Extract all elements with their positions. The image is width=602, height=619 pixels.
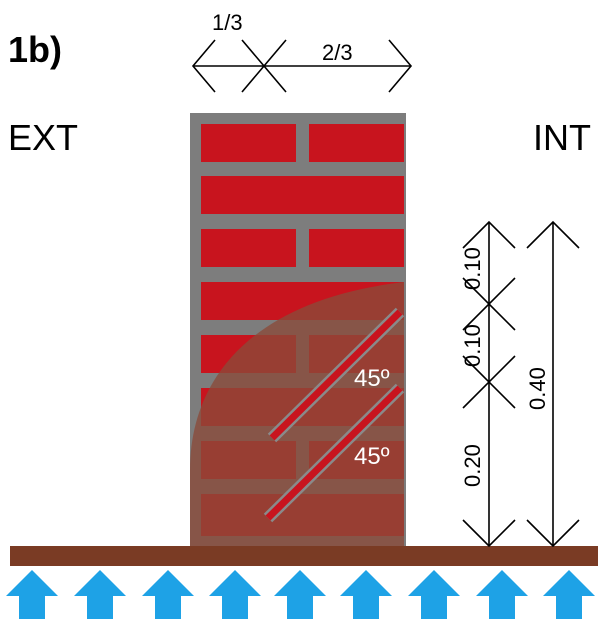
brick [309,124,404,162]
lower-angle-bar [265,385,403,521]
left-fraction-label: 1/3 [212,10,243,35]
upper-angle-label: 45º [354,365,390,392]
height-dimensions [462,220,580,548]
angle-bars [263,307,405,523]
bottom-segment-label: 0.20 [460,444,485,487]
brick [201,229,296,267]
brick [309,229,404,267]
chevron-icon [262,39,287,93]
cross-tick [462,277,516,331]
arrow-up-icon [6,570,58,619]
middle-segment-label: 0.10 [460,324,485,367]
right-fraction-label: 2/3 [322,40,353,65]
arrow-up-icon [408,570,460,619]
total-height-label: 0.40 [525,367,550,410]
cross-tick [462,355,516,409]
arrow-up-icon [543,570,595,619]
wall-edge [404,124,406,544]
floor-slab [10,546,598,566]
arrow-up-icon [476,570,528,619]
figure-label: 1b) [8,29,62,70]
chevron-icon [191,39,216,93]
top-segment-label: 0.10 [460,247,485,290]
arrow-up-icon [274,570,326,619]
interior-label: INT [533,117,591,158]
chevron-icon [462,220,516,249]
lower-angle-label: 45º [354,443,390,470]
wall-split-dimension [191,39,413,93]
rising-moisture-arrows [6,570,595,619]
arrow-up-icon [74,570,126,619]
arrow-up-icon [209,570,261,619]
chevron-icon [388,39,413,93]
upper-angle-bar [269,309,403,441]
arrow-up-icon [340,570,392,619]
chevron-icon [526,519,580,548]
chevron-icon [526,220,580,249]
exterior-label: EXT [8,117,78,158]
chevron-icon [462,519,516,548]
brick [201,176,404,214]
brick [201,124,296,162]
arrow-up-icon [142,570,194,619]
